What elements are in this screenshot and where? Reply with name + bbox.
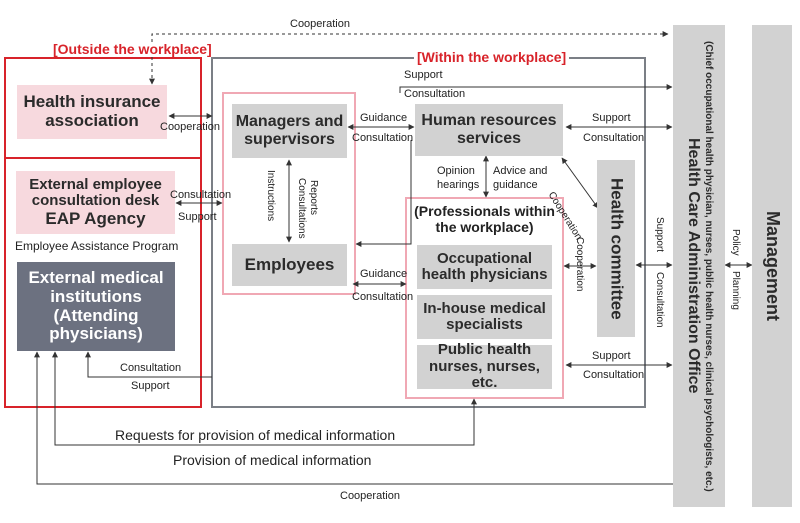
support-eap-label: Support — [178, 211, 217, 223]
support-hr-label: Support — [592, 112, 631, 124]
within-region-label: [Within the workplace] — [414, 49, 570, 65]
professionals-frame — [405, 197, 564, 399]
nurses-node: Public health nurses, nurses, etc. — [417, 342, 552, 391]
advice-guidance-label: Advice and guidance — [493, 165, 548, 192]
eap-caption: Employee Assistance Program — [15, 239, 179, 253]
hcao-title: Health Care Administration Office — [684, 138, 702, 394]
consultation-top-label: Consultation — [404, 88, 466, 100]
reports-label: Reports — [308, 180, 319, 216]
hcao-sub: (Chief occupational health physician, nu… — [702, 40, 714, 492]
consultation-nurses-label: Consultation — [583, 369, 645, 381]
guidance-2-label: Guidance — [360, 268, 408, 280]
hcao-node: Health Care Administration Office (Chief… — [673, 25, 725, 507]
health-insurance-node: Health insurance association — [17, 85, 167, 139]
planning-label: Planning — [730, 271, 741, 310]
consultation-1-label: Consultation — [352, 132, 414, 144]
cooperation-hia-label: Cooperation — [160, 121, 220, 133]
cooperation-bottom-label: Cooperation — [340, 490, 400, 502]
inhouse-node: In-house medical specialists — [417, 295, 552, 339]
consultation-ext-label: Consultation — [120, 362, 182, 374]
management-node: Management — [752, 25, 792, 507]
consultation-eap-label: Consultation — [170, 189, 232, 201]
outside-region-label: [Outside the workplace] — [50, 41, 215, 58]
cooperation-top-label: Cooperation — [290, 18, 350, 30]
management-label: Management — [762, 210, 783, 322]
health-committee-label: Health committee — [607, 177, 627, 320]
support-hc-label: Support — [654, 217, 665, 253]
eap-line2: EAP Agency — [45, 208, 146, 228]
guidance-1-label: Guidance — [360, 112, 408, 124]
support-top-label: Support — [404, 69, 443, 81]
requests-label: Requests for provision of medical inform… — [115, 427, 396, 443]
provision-label: Provision of medical information — [173, 452, 372, 468]
managers-node: Managers and supervisors — [232, 104, 347, 158]
hr-node: Human resources services — [415, 104, 563, 156]
consultations-label: Consultations — [296, 178, 307, 239]
instructions-label: Instructions — [265, 170, 276, 222]
policy-label: Policy — [730, 229, 741, 256]
health-committee-node: Health committee — [597, 160, 635, 337]
support-ext-label: Support — [131, 380, 170, 392]
eap-line1: External employee consultation desk — [29, 175, 162, 210]
outside-frame — [4, 57, 202, 408]
consultation-hc-label: Consultation — [654, 272, 665, 328]
consultation-2-label: Consultation — [352, 291, 414, 303]
external-medical-node: External medical institutions (Attending… — [17, 262, 175, 351]
cooperation-prof-label: Cooperation — [574, 237, 585, 292]
employees-node: Employees — [232, 244, 347, 286]
professionals-title: (Professionals within the workplace) — [414, 203, 555, 236]
support-nurses-label: Support — [592, 350, 631, 362]
workers-frame — [222, 92, 356, 295]
eap-node: External employee consultation desk EAP … — [16, 171, 175, 234]
opinion-hearings-label: Opinion hearings — [437, 165, 480, 192]
consultation-hr-label: Consultation — [583, 132, 645, 144]
occupational-node: Occupational health physicians — [417, 245, 552, 289]
